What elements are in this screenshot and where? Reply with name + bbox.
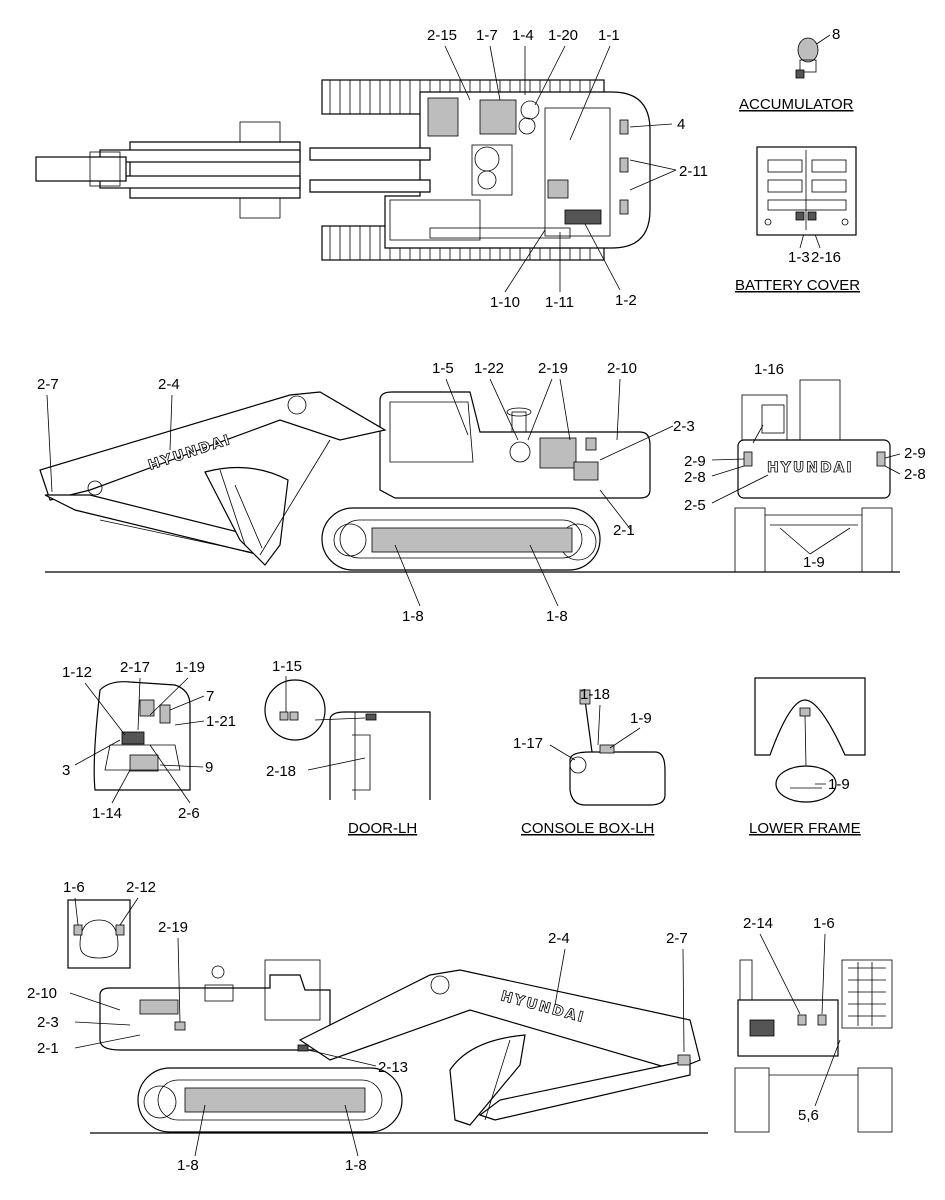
callout: 1-6 xyxy=(63,879,85,896)
callout: 1-10 xyxy=(490,294,520,311)
callout: 7 xyxy=(206,688,214,705)
callout: 1-9 xyxy=(803,554,825,571)
top-view-callouts: 2-15 1-7 1-4 1-20 1-1 8 4 2-11 1-3 2-16 … xyxy=(427,26,841,311)
callout: 1-11 xyxy=(545,294,574,311)
callout: 1-22 xyxy=(474,360,504,377)
callout: 2-13 xyxy=(378,1059,408,1076)
callout: 1-16 xyxy=(754,361,784,378)
callout: 5,6 xyxy=(798,1107,819,1124)
accumulator-caption: ACCUMULATOR xyxy=(739,96,854,113)
rear-brand-text: HYUNDAI xyxy=(767,460,854,476)
callout: 2-8 xyxy=(904,466,926,483)
callout: 2-9 xyxy=(904,445,926,462)
side-view-callouts: 2-7 2-4 1-5 1-22 2-19 2-10 2-3 1-16 2-9 … xyxy=(37,360,926,625)
rh-side-view-excavator: HYUNDAI xyxy=(67,899,708,1134)
callout: 2-6 xyxy=(178,805,200,822)
rh-rear-view-excavator xyxy=(734,959,893,1133)
callout: 2-7 xyxy=(37,376,59,393)
battery-cover-detail: BATTERY COVER xyxy=(735,146,860,294)
callout: 1-8 xyxy=(345,1157,367,1174)
callout: 1-8 xyxy=(177,1157,199,1174)
callout: 1-8 xyxy=(402,608,424,625)
callout: 2-1 xyxy=(37,1040,59,1057)
callout: 9 xyxy=(205,759,213,776)
callout: 1-21 xyxy=(206,713,236,730)
callout: 2-17 xyxy=(120,659,150,676)
cab-interior-detail: 1-12 2-17 1-19 7 1-21 3 9 1-14 2-6 xyxy=(62,659,236,822)
callout: 2-1 xyxy=(613,522,635,539)
lower-frame-detail: 1-9 LOWER FRAME xyxy=(749,677,866,837)
callout: 1-6 xyxy=(813,915,835,932)
callout: 1-9 xyxy=(630,710,652,727)
battery-cover-caption: BATTERY COVER xyxy=(735,277,860,294)
callout: 1-7 xyxy=(476,27,498,44)
callout: 2-7 xyxy=(666,930,688,947)
callout: 2-14 xyxy=(743,915,773,932)
callout: 1-18 xyxy=(580,686,610,703)
callout: 1-3 xyxy=(788,249,810,266)
rh-side-view-callouts: 1-6 2-12 2-19 2-10 2-3 2-1 2-4 2-7 2-13 … xyxy=(27,879,841,1174)
callout: 1-12 xyxy=(62,664,92,681)
callout: 2-18 xyxy=(266,763,296,780)
callout: 2-3 xyxy=(37,1014,59,1031)
callout: 1-15 xyxy=(272,658,302,675)
callout: 2-16 xyxy=(811,249,841,266)
callout: 1-8 xyxy=(546,608,568,625)
callout: 2-3 xyxy=(673,418,695,435)
callout: 2-8 xyxy=(684,469,706,486)
callout: 2-19 xyxy=(538,360,568,377)
callout: 2-10 xyxy=(27,985,57,1002)
callout: 2-9 xyxy=(684,453,706,470)
callout: 2-11 xyxy=(679,163,708,180)
callout: 1-2 xyxy=(615,292,637,309)
callout: 2-4 xyxy=(548,930,570,947)
callout: 1-9 xyxy=(828,776,850,793)
callout: 2-5 xyxy=(684,497,706,514)
console-box-lh-detail: 1-18 1-17 1-9 CONSOLE BOX-LH xyxy=(513,686,666,837)
callout: 1-1 xyxy=(598,27,620,44)
lower-frame-caption: LOWER FRAME xyxy=(749,820,861,837)
top-view-excavator xyxy=(35,79,651,261)
callout: 2-19 xyxy=(158,919,188,936)
side-view-excavator: HYUNDAI xyxy=(39,391,900,573)
callout: 1-4 xyxy=(512,27,534,44)
rear-view-excavator: HYUNDAI xyxy=(711,379,901,573)
callout: 4 xyxy=(677,116,685,133)
callout: 1-19 xyxy=(175,659,205,676)
callout: 2-15 xyxy=(427,27,457,44)
callout: 1-17 xyxy=(513,735,543,752)
callout: 3 xyxy=(62,762,70,779)
accumulator-detail: ACCUMULATOR xyxy=(739,37,854,113)
callout: 2-12 xyxy=(126,879,156,896)
callout: 2-4 xyxy=(158,376,180,393)
door-lh-caption: DOOR-LH xyxy=(348,820,417,837)
callout: 2-10 xyxy=(607,360,637,377)
door-lh-detail: 1-15 2-18 DOOR-LH xyxy=(264,658,431,837)
callout: 1-20 xyxy=(548,27,578,44)
callout: 1-14 xyxy=(92,805,122,822)
callout: 8 xyxy=(832,26,840,43)
callout: 1-5 xyxy=(432,360,454,377)
console-box-lh-caption: CONSOLE BOX-LH xyxy=(521,820,654,837)
